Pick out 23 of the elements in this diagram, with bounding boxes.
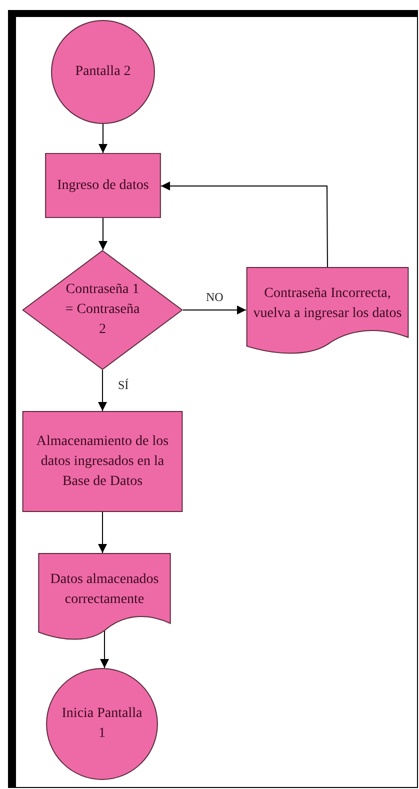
edge-label: NO: [204, 290, 226, 304]
node-text: Almacenamiento de los datos ingresados en la Base de Datos: [35, 432, 170, 490]
document-shape: [38, 553, 171, 641]
document-shape: [246, 267, 409, 355]
arrow: [182, 306, 246, 314]
edge-label: SÍ: [116, 378, 131, 392]
process-box: [45, 153, 161, 218]
arrow: [100, 630, 109, 668]
node-text: Contraseña 1 = Contraseña 2: [64, 281, 141, 339]
terminal-circle: [46, 668, 158, 780]
arrow: [98, 512, 107, 554]
process-box: [22, 411, 183, 512]
node-text: Datos almacenados correctamente: [49, 571, 160, 609]
arrow: [98, 124, 108, 154]
node-text: Inicia Pantalla 1: [60, 705, 144, 743]
arrow: [98, 370, 107, 412]
node-text: Ingreso de datos: [57, 176, 149, 194]
terminal-circle: [51, 20, 155, 124]
arrow: [160, 182, 328, 268]
arrow: [98, 218, 108, 250]
node-text: Pantalla 2: [75, 63, 131, 81]
node-text: Contraseña Incorrecta, vuelva a ingresar los datos: [252, 285, 403, 323]
decision-diamond: [22, 250, 183, 370]
